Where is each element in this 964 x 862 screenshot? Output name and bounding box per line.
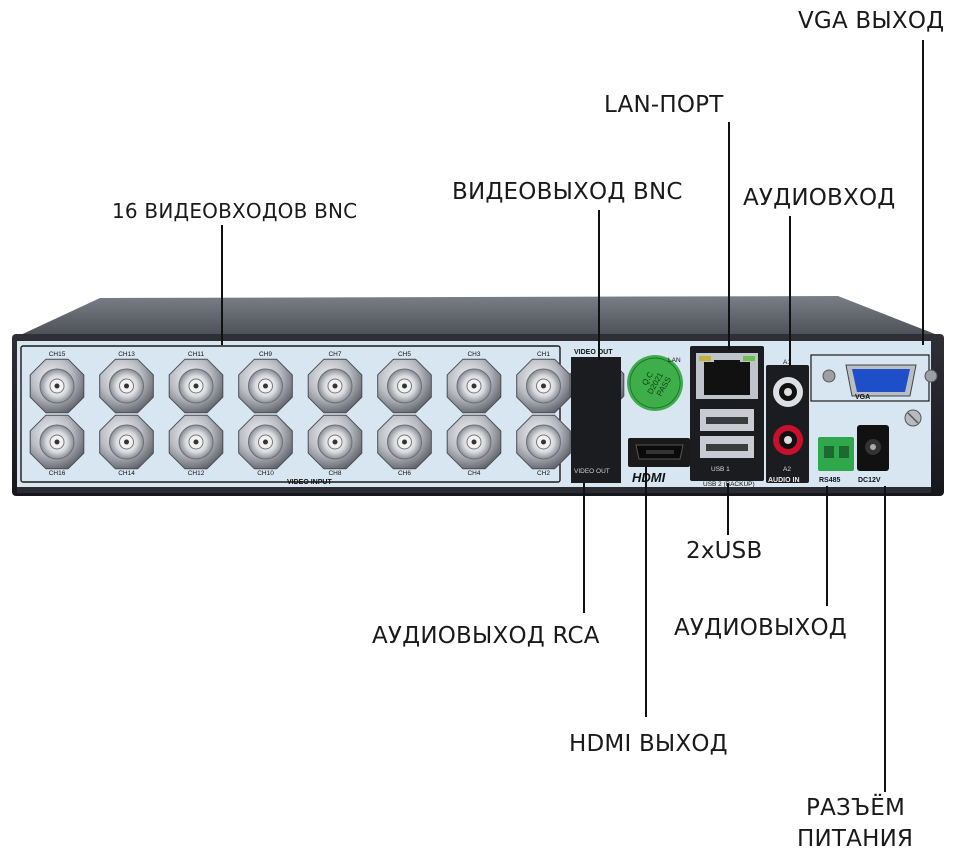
bnc-input-top xyxy=(29,358,85,414)
audio-a2-label: A2 xyxy=(783,466,791,473)
leader-hdmi xyxy=(645,467,647,717)
callout-audio-in: АУДИОВХОД xyxy=(743,185,896,211)
leader-bnc-out xyxy=(598,210,600,360)
leader-usb xyxy=(727,483,729,535)
channel-label-bottom: CH4 xyxy=(467,470,480,477)
bnc-input-group xyxy=(20,345,561,483)
bnc-input-bottom xyxy=(377,414,432,470)
leader-audio-in xyxy=(789,216,791,366)
channel-label-top: CH13 xyxy=(118,351,135,358)
bnc-input-top xyxy=(168,358,224,414)
channel-label-top: CH3 xyxy=(467,351,480,358)
rs485-label: RS485 xyxy=(819,477,841,484)
lan-label: LAN xyxy=(668,357,681,364)
bnc-input-top xyxy=(516,358,571,414)
callout-bnc-inputs: 16 ВИДЕОВХОДОВ BNC xyxy=(112,199,358,223)
leader-bnc-inputs xyxy=(221,225,223,345)
bnc-input-bottom xyxy=(99,414,154,470)
chassis-top xyxy=(14,296,940,338)
callout-audio-out-rca: АУДИОВЫХОД RCA xyxy=(372,623,600,649)
channel-label-bottom: CH16 xyxy=(49,470,66,477)
hdmi-logo-label: HDMI xyxy=(632,470,666,485)
callout-lan-port: LAN-ПОРТ xyxy=(604,92,724,118)
channel-label-bottom: CH12 xyxy=(188,470,205,477)
leader-audio-out xyxy=(826,486,828,606)
video-out-label-top: VIDEO OUT xyxy=(574,349,613,356)
qc-sticker xyxy=(627,355,683,411)
channel-label-top: CH1 xyxy=(537,351,550,358)
callout-hdmi-out: HDMI ВЫХОД xyxy=(569,731,728,757)
callout-bnc-out: ВИДЕОВЫХОД BNC xyxy=(452,179,683,205)
usb1-label: USB 1 xyxy=(711,466,730,473)
channel-label-bottom: CH10 xyxy=(257,470,274,477)
callout-usb: 2xUSB xyxy=(686,538,763,564)
audio-a1-label: A1 xyxy=(783,359,791,366)
bnc-input-bottom xyxy=(516,414,571,470)
vga-label: VGA xyxy=(855,394,870,401)
bnc-input-top xyxy=(307,358,363,414)
bnc-input-bottom xyxy=(168,414,224,470)
callout-power-line1: РАЗЪЁМ xyxy=(806,795,906,821)
callout-vga-out: VGA ВЫХОД xyxy=(798,8,945,34)
leader-lan xyxy=(728,122,730,350)
bnc-input-top xyxy=(377,358,432,414)
video-out-label-bottom: VIDEO OUT xyxy=(574,468,610,475)
channel-label-top: CH9 xyxy=(259,351,272,358)
video-input-label: VIDEO INPUT xyxy=(287,479,332,486)
leader-power xyxy=(884,486,886,792)
channel-label-bottom: CH6 xyxy=(398,470,411,477)
callout-audio-out: АУДИОВЫХОД xyxy=(674,615,847,641)
bnc-input-top xyxy=(99,358,154,414)
channel-label-top: CH5 xyxy=(398,351,411,358)
rs485-terminal xyxy=(818,437,854,471)
channel-label-top: CH11 xyxy=(188,351,205,358)
bnc-input-bottom xyxy=(307,414,363,470)
video-out-group xyxy=(571,357,621,483)
channel-label-bottom: CH14 xyxy=(118,470,135,477)
bnc-input-bottom xyxy=(446,414,502,470)
channel-label-top: CH7 xyxy=(328,351,341,358)
dc12v-label: DC12V xyxy=(858,477,881,484)
bnc-input-bottom xyxy=(238,414,293,470)
channel-label-bottom: CH8 xyxy=(328,470,341,477)
channel-label-bottom: CH2 xyxy=(537,470,550,477)
leader-vga xyxy=(922,40,924,345)
bnc-input-top xyxy=(446,358,502,414)
audio-in-label: AUDIO IN xyxy=(768,477,800,484)
callout-power-line2: ПИТАНИЯ xyxy=(797,826,914,852)
leader-audio-out-rca xyxy=(583,483,585,613)
bnc-input-bottom xyxy=(29,414,85,470)
bnc-input-top xyxy=(238,358,293,414)
channel-label-top: CH15 xyxy=(49,351,66,358)
